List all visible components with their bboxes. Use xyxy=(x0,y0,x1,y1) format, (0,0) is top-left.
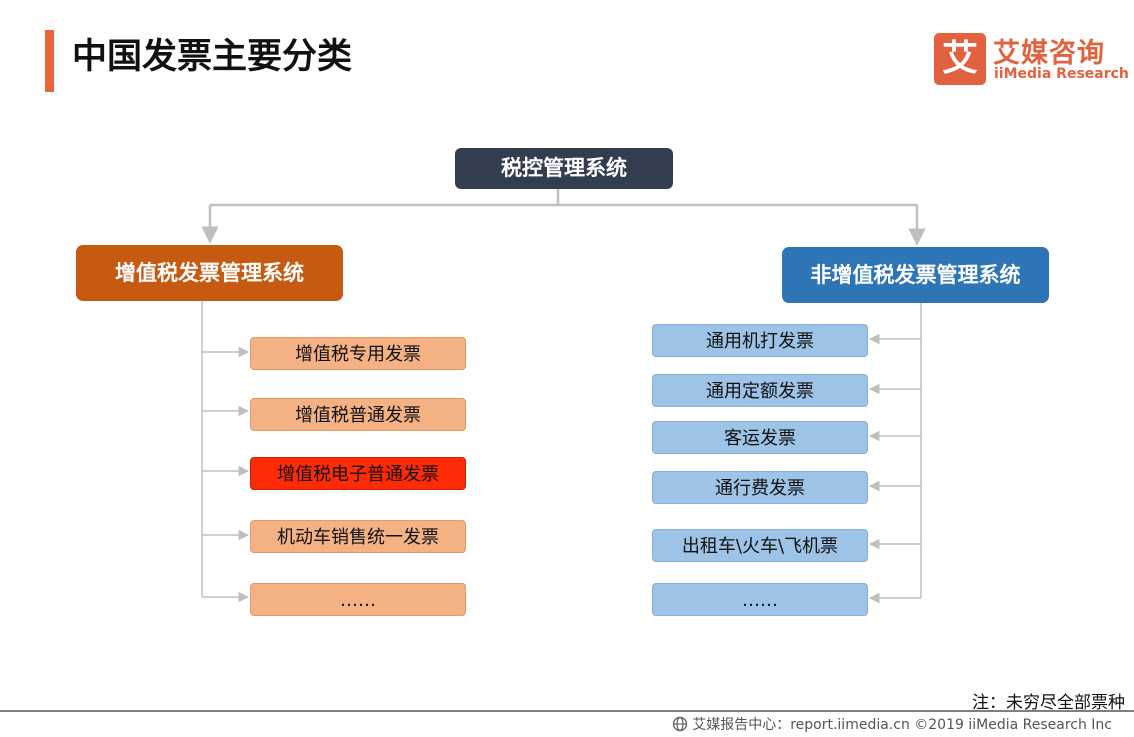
vat-item-electronic-invoice: 增值税电子普通发票 xyxy=(250,457,466,490)
non-vat-item-machine-invoice: 通用机打发票 xyxy=(652,324,868,357)
title-accent-bar xyxy=(45,30,54,92)
logo-mark-icon: 艾 xyxy=(934,33,986,85)
non-vat-system-node: 非增值税发票管理系统 xyxy=(782,247,1049,303)
right-branch-connector xyxy=(868,303,922,604)
logo-name-en: iiMedia Research xyxy=(994,66,1129,82)
root-node: 税控管理系统 xyxy=(455,148,673,189)
footnote: 注：未穷尽全部票种 xyxy=(972,693,1125,713)
footer-divider xyxy=(0,710,1134,712)
non-vat-item-passenger-invoice: 客运发票 xyxy=(652,421,868,454)
footer-source: 艾媒报告中心：report.iimedia.cn ©2019 iiMedia R… xyxy=(672,714,1112,734)
page-title: 中国发票主要分类 xyxy=(72,37,353,77)
left-branch-connector xyxy=(201,301,250,603)
vat-item-more: …… xyxy=(250,583,466,616)
non-vat-item-toll-invoice: 通行费发票 xyxy=(652,471,868,504)
non-vat-item-more: …… xyxy=(652,583,868,616)
vat-item-general-invoice: 增值税普通发票 xyxy=(250,398,466,431)
footer-source-text: 艾媒报告中心：report.iimedia.cn ©2019 iiMedia R… xyxy=(692,717,1112,733)
vat-item-vehicle-invoice: 机动车销售统一发票 xyxy=(250,520,466,553)
vat-item-special-invoice: 增值税专用发票 xyxy=(250,337,466,370)
globe-icon xyxy=(673,716,688,732)
vat-system-node: 增值税发票管理系统 xyxy=(76,245,343,301)
logo-name-cn: 艾媒咨询 xyxy=(993,38,1105,69)
root-connector xyxy=(201,189,926,246)
non-vat-item-transport-ticket: 出租车\火车\飞机票 xyxy=(652,529,868,562)
brand-logo: 艾 艾媒咨询 iiMedia Research xyxy=(934,33,1129,85)
non-vat-item-fixed-invoice: 通用定额发票 xyxy=(652,374,868,407)
